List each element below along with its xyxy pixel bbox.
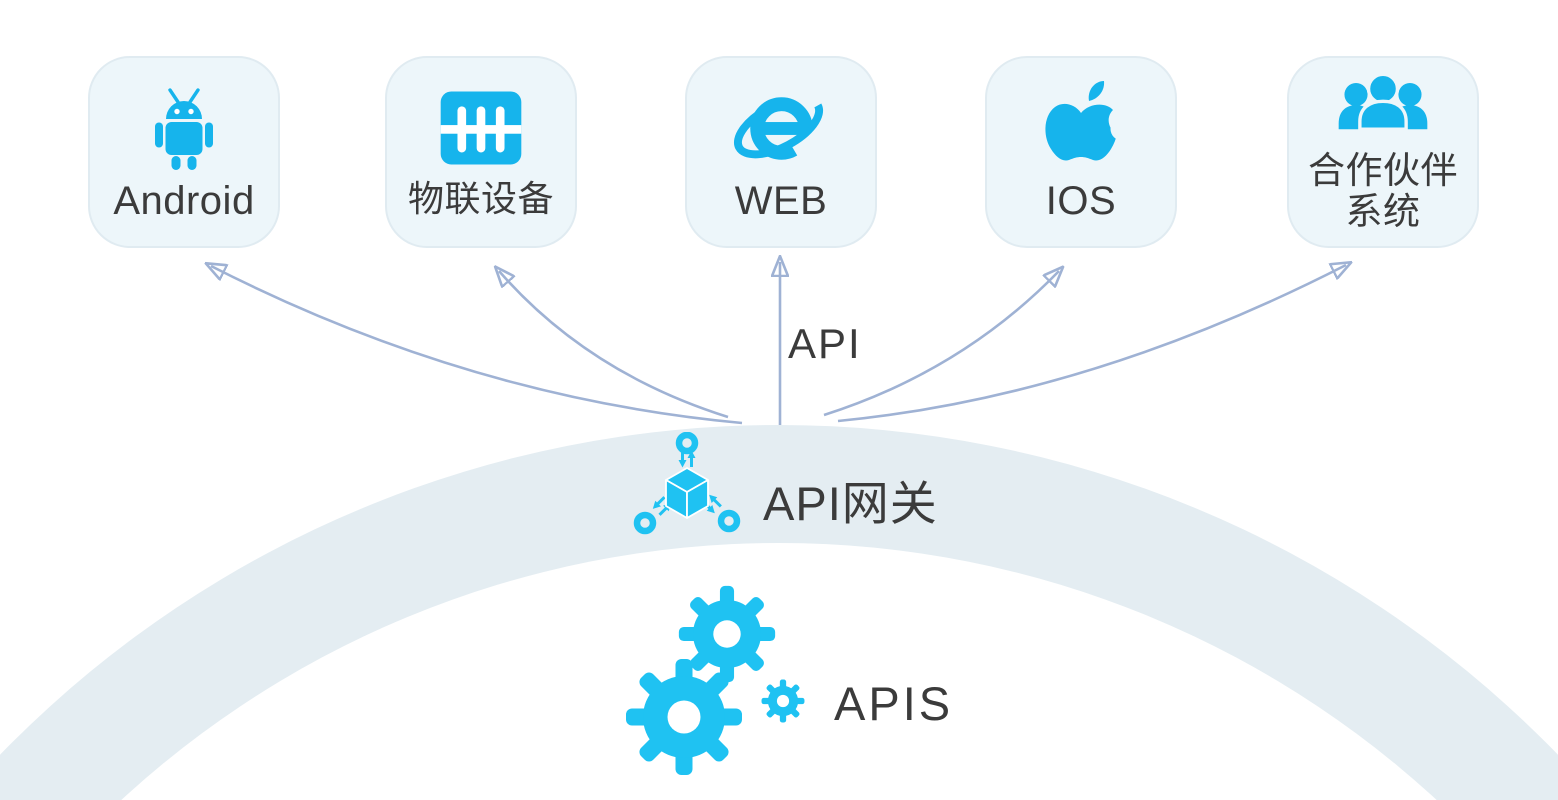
client-label-ios: IOS: [1045, 179, 1117, 223]
apis-gears-icon: [626, 585, 805, 775]
apis-label: APIS: [834, 677, 954, 730]
gear-medium: [678, 585, 776, 683]
iot-device-icon: [433, 74, 529, 180]
client-card-iot: 物联设备: [385, 56, 577, 248]
api-gateway-label: API网关: [763, 477, 938, 530]
client-label-partner-line2: 系统: [1345, 191, 1421, 233]
client-label-android: Android: [113, 179, 255, 223]
partner-group-icon: [1330, 68, 1436, 150]
gear-small: [761, 679, 805, 723]
android-icon: [134, 74, 234, 180]
client-label-web: WEB: [734, 179, 828, 223]
client-label-iot: 物联设备: [407, 178, 554, 219]
arrow-to-partner: [837, 265, 1346, 423]
arrow-to-iot: [499, 271, 729, 419]
api-arrow-label: API: [788, 320, 862, 367]
client-card-android: Android: [88, 56, 280, 248]
apple-icon: [1031, 74, 1131, 180]
ie-browser-icon: [724, 74, 838, 180]
client-card-ios: IOS: [985, 56, 1177, 248]
client-card-web: WEB: [685, 56, 877, 248]
client-card-partner: 合作伙伴 系统: [1287, 56, 1479, 248]
arrow-to-android: [211, 266, 743, 425]
api-gateway-icon: [633, 432, 741, 535]
arrow-to-ios: [823, 271, 1059, 417]
gear-large: [626, 659, 742, 775]
client-label-partner-line1: 合作伙伴: [1308, 150, 1458, 191]
